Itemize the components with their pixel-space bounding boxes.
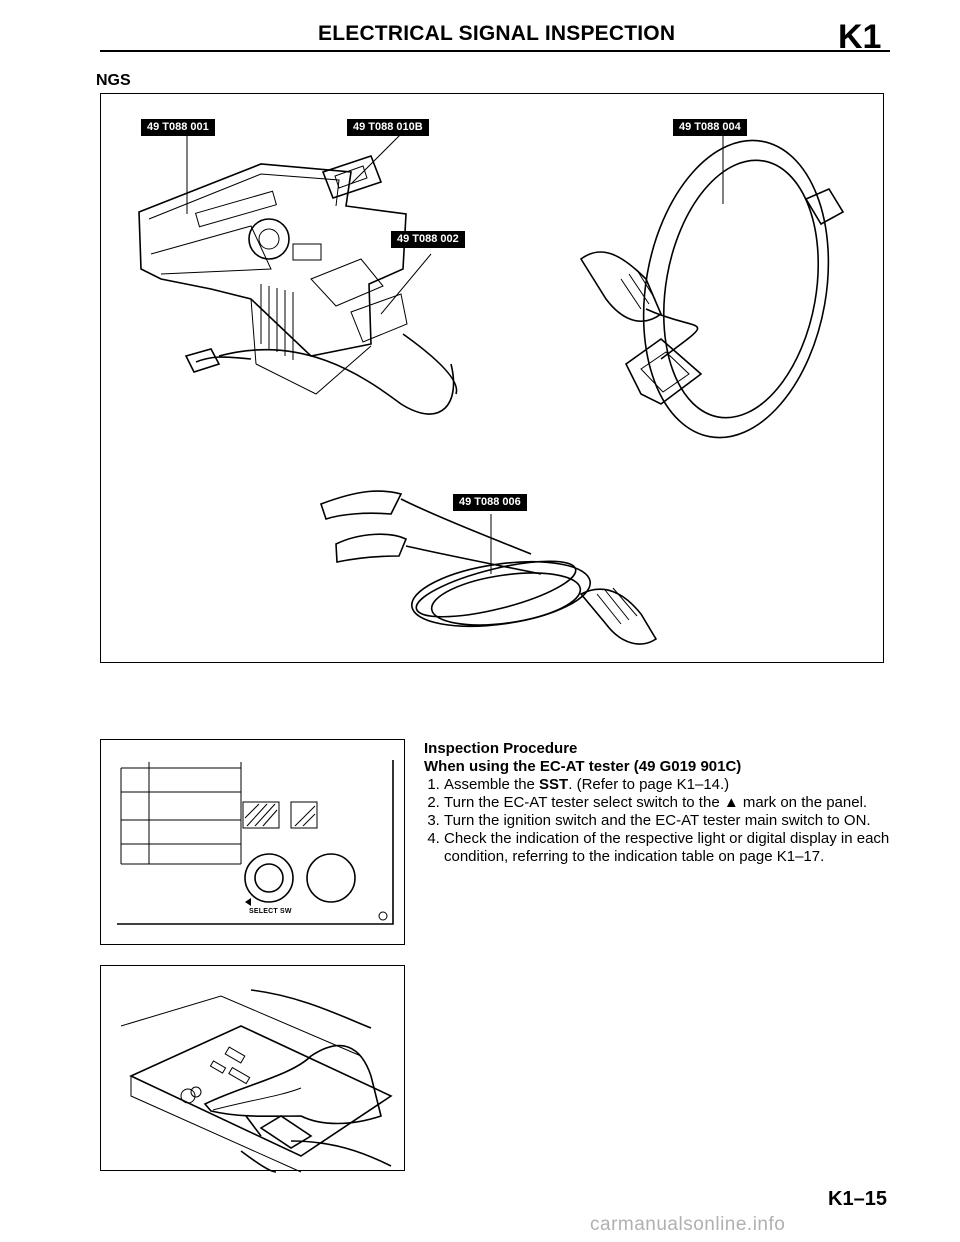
procedure-step: Check the indication of the respective l…	[444, 830, 894, 866]
header-rule	[100, 50, 890, 52]
watermark: carmanualsonline.info	[590, 1214, 786, 1235]
page-header-title: ELECTRICAL SIGNAL INSPECTION	[318, 22, 676, 45]
tool-label-001: 49 T088 001	[141, 119, 215, 136]
select-switch-panel-drawing	[117, 760, 394, 925]
tool-label-004: 49 T088 004	[673, 119, 747, 136]
procedure-subheading: When using the EC-AT tester (49 G019 901…	[424, 758, 742, 775]
select-sw-label: SELECT SW	[249, 908, 292, 915]
tool-label-002: 49 T088 002	[391, 231, 465, 248]
tool-label-010b: 49 T088 010B	[347, 119, 429, 136]
select-switch-panel-illustration: SELECT SW	[100, 739, 405, 945]
page-number: K1–15	[828, 1188, 887, 1210]
ngs-tool-illustration: 49 T088 001 49 T088 010B 49 T088 004 49 …	[100, 93, 884, 663]
procedure-step: Turn the ignition switch and the EC-AT t…	[444, 812, 894, 830]
procedure-heading: Inspection Procedure	[424, 740, 578, 757]
inspection-procedure: Inspection Procedure When using the EC-A…	[424, 740, 894, 866]
tool-label-006: 49 T088 006	[453, 494, 527, 511]
select-switch-operation-drawing	[120, 989, 393, 1173]
ngs-tool-drawing	[138, 133, 845, 645]
procedure-steps: Assemble the SST. (Refer to page K1–14.)…	[424, 776, 894, 866]
section-label: NGS	[96, 72, 131, 89]
section-code: K1	[838, 18, 882, 56]
procedure-step: Turn the EC-AT tester select switch to t…	[444, 794, 894, 812]
procedure-step: Assemble the SST. (Refer to page K1–14.)	[444, 776, 894, 794]
select-switch-operation-illustration	[100, 965, 405, 1173]
